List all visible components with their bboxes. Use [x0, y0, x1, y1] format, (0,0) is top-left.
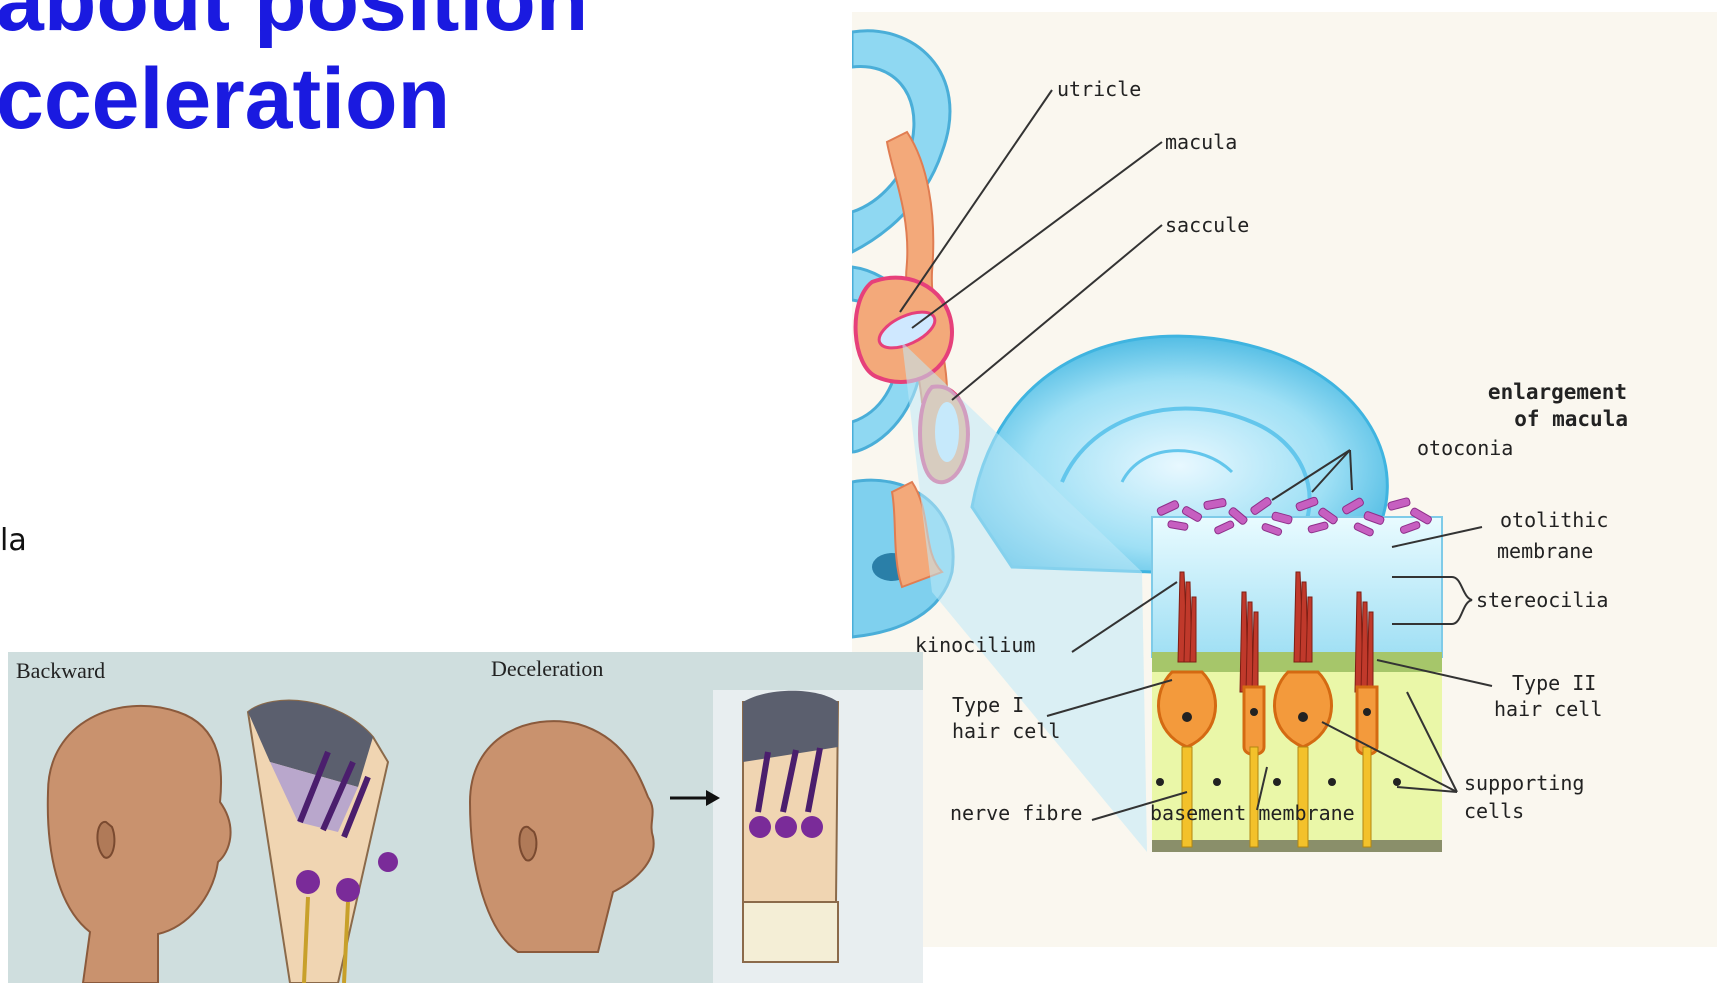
label-type2-line-1: Type II — [1512, 671, 1596, 695]
macula-block-upright — [743, 691, 838, 962]
label-otoconia: otoconia — [1417, 436, 1513, 460]
label-macula: macula — [1165, 130, 1237, 154]
label-otolithic-line-2: membrane — [1497, 539, 1593, 563]
slide-title-line-2: cceleration — [0, 56, 450, 142]
label-enlargement-line-1: enlargement — [1488, 380, 1627, 404]
label-type1-line-2: hair cell — [952, 719, 1060, 743]
macula-anatomy-diagram: utricle macula saccule enlargement of ma… — [852, 12, 1717, 947]
label-utricle: utricle — [1057, 77, 1141, 101]
label-type2-line-2: hair cell — [1494, 697, 1602, 721]
bullet-text-fragment: la — [0, 523, 27, 558]
macula-enlargement-block — [1152, 496, 1442, 852]
label-supporting-line-2: cells — [1464, 799, 1524, 823]
label-type1-line-1: Type I — [952, 693, 1024, 717]
label-kinocilium: kinocilium — [915, 633, 1035, 657]
label-nerve-fibre: nerve fibre — [950, 801, 1082, 825]
slide-title-line-1: about position — [0, 0, 588, 44]
label-basement-membrane: basement membrane — [1150, 801, 1355, 825]
label-saccule: saccule — [1165, 213, 1249, 237]
label-deceleration: Deceleration — [491, 656, 603, 681]
head-tilt-illustration: Backward Deceleration — [8, 652, 923, 983]
label-otolithic-line-1: otolithic — [1500, 508, 1608, 532]
label-stereocilia: stereocilia — [1476, 588, 1608, 612]
label-enlargement-line-2: of macula — [1514, 407, 1628, 431]
label-supporting-line-1: supporting — [1464, 771, 1584, 795]
label-backward: Backward — [16, 658, 105, 683]
